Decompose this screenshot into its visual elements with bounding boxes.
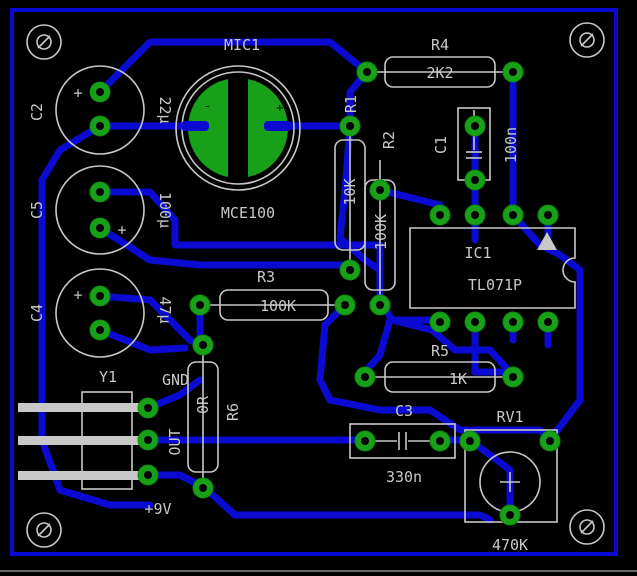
pad bbox=[539, 430, 561, 452]
pad bbox=[464, 204, 486, 226]
pad bbox=[502, 61, 524, 83]
pad bbox=[189, 294, 211, 316]
resistor-r6: R6 0R bbox=[187, 345, 242, 488]
pad bbox=[459, 430, 481, 452]
resistor-r3: R3 100K bbox=[200, 268, 345, 321]
ic1-ref: IC1 bbox=[464, 244, 491, 262]
capacitor-c4: C4 47µ + bbox=[28, 268, 174, 358]
ic1-value: TL071P bbox=[468, 276, 522, 294]
c2-ref: C2 bbox=[28, 103, 46, 121]
pad bbox=[192, 477, 214, 499]
pad bbox=[89, 181, 111, 203]
y1-out: OUT bbox=[166, 428, 184, 455]
pad bbox=[502, 204, 524, 226]
pad bbox=[137, 429, 159, 451]
pad bbox=[502, 366, 524, 388]
pad bbox=[89, 115, 111, 137]
connector-y1: Y1 GND OUT +9V bbox=[99, 368, 189, 518]
mic1-minus: - bbox=[205, 98, 209, 113]
mic-pad bbox=[181, 121, 209, 131]
mic1-plus: + bbox=[276, 100, 284, 115]
c5-value: 100µ bbox=[156, 192, 174, 228]
microphone-mic1: MIC1 MCE100 - + bbox=[175, 36, 301, 222]
r4-value: 2K2 bbox=[426, 64, 453, 82]
mounting-hole-top-left bbox=[26, 24, 62, 60]
pad bbox=[354, 430, 376, 452]
c4-value: 47µ bbox=[156, 296, 174, 323]
pad bbox=[137, 464, 159, 486]
mic-pad bbox=[264, 121, 292, 131]
y1-pwr: +9V bbox=[144, 500, 171, 518]
board-outline bbox=[10, 8, 618, 556]
pad bbox=[429, 204, 451, 226]
capacitor-c2: C2 22µ + bbox=[28, 65, 174, 155]
y1-pins bbox=[18, 391, 148, 490]
rv1-value: 470K bbox=[492, 536, 528, 554]
c4-ref: C4 bbox=[28, 304, 46, 322]
pad bbox=[464, 115, 486, 137]
r3-ref: R3 bbox=[257, 268, 275, 286]
c2-plus: + bbox=[73, 84, 82, 102]
c1-value: 100n bbox=[502, 127, 520, 163]
potentiometer-rv1: RV1 470K bbox=[464, 408, 558, 554]
pad bbox=[537, 311, 559, 333]
pad bbox=[339, 115, 361, 137]
pad bbox=[89, 217, 111, 239]
pad bbox=[502, 311, 524, 333]
rv1-ref: RV1 bbox=[496, 408, 523, 426]
pads bbox=[89, 61, 561, 526]
mounting-hole-bottom-left bbox=[26, 512, 62, 548]
c2-value: 22µ bbox=[156, 96, 174, 123]
pad bbox=[89, 285, 111, 307]
c4-plus: + bbox=[73, 286, 82, 304]
resistor-r5: R5 1K bbox=[365, 342, 513, 393]
capacitor-c3: C3 330n bbox=[349, 402, 456, 486]
resistor-r1: R1 10K bbox=[334, 95, 366, 270]
r1-value: 10K bbox=[341, 178, 359, 205]
mounting-hole-bottom-right bbox=[569, 509, 605, 545]
ic-ic1: IC1 TL071P bbox=[409, 227, 576, 309]
pad bbox=[464, 311, 486, 333]
pad bbox=[89, 319, 111, 341]
c5-ref: C5 bbox=[28, 201, 46, 219]
pad bbox=[429, 311, 451, 333]
pad bbox=[356, 61, 378, 83]
pad bbox=[192, 334, 214, 356]
y1-ref: Y1 bbox=[99, 368, 117, 386]
pad bbox=[354, 366, 376, 388]
c5-plus: + bbox=[117, 221, 126, 239]
mounting-hole-top-right bbox=[569, 22, 605, 58]
mic1-value: MCE100 bbox=[221, 204, 275, 222]
pad bbox=[339, 259, 361, 281]
pad bbox=[537, 204, 559, 226]
pad bbox=[369, 294, 391, 316]
r3-value: 100K bbox=[260, 297, 296, 315]
resistor-r4: R4 2K2 bbox=[367, 36, 513, 88]
c3-value: 330n bbox=[386, 468, 422, 486]
pad bbox=[464, 169, 486, 191]
r2-value: 100K bbox=[372, 214, 390, 250]
pad bbox=[429, 430, 451, 452]
r5-ref: R5 bbox=[431, 342, 449, 360]
pad bbox=[137, 397, 159, 419]
r6-ref: R6 bbox=[224, 403, 242, 421]
pad bbox=[89, 81, 111, 103]
capacitor-c5: C5 100µ + bbox=[28, 165, 174, 255]
r2-ref: R2 bbox=[380, 131, 398, 149]
pad bbox=[334, 294, 356, 316]
pad bbox=[499, 504, 521, 526]
c1-ref: C1 bbox=[432, 136, 450, 154]
r6-value: 0R bbox=[194, 395, 212, 414]
r1-ref: R1 bbox=[342, 95, 360, 113]
r4-ref: R4 bbox=[431, 36, 449, 54]
pad bbox=[369, 179, 391, 201]
c3-ref: C3 bbox=[395, 402, 413, 420]
r5-value: 1K bbox=[449, 370, 467, 388]
mic1-ref: MIC1 bbox=[224, 36, 260, 54]
capacitor-c1: C1 100n bbox=[432, 107, 520, 181]
y1-gnd: GND bbox=[162, 371, 189, 389]
